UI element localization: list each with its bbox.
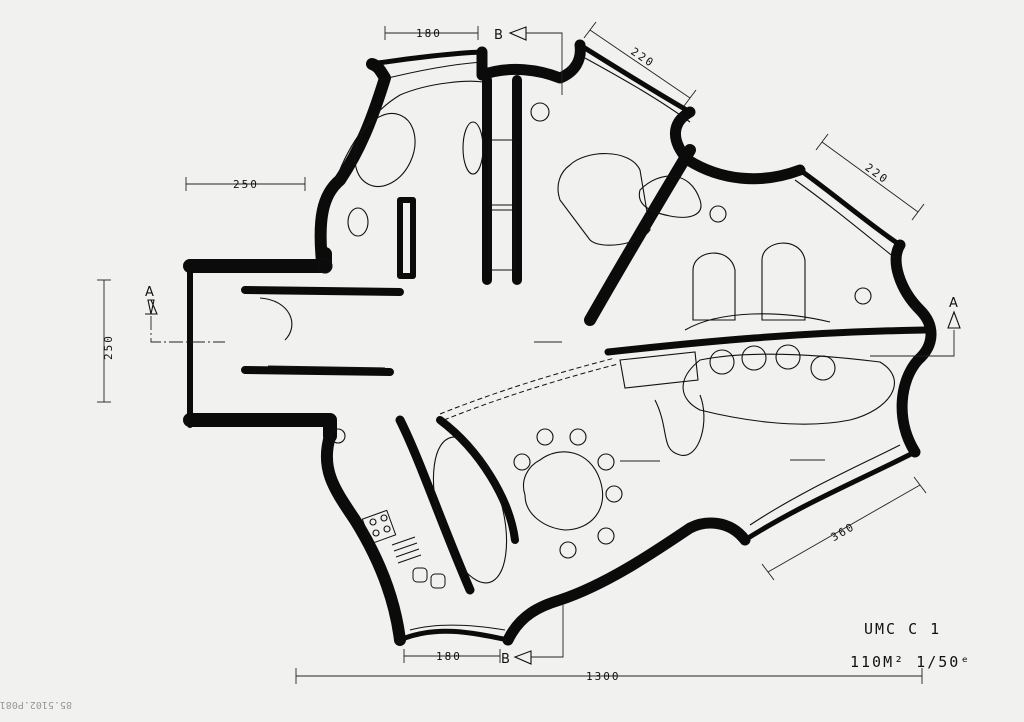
sill-top: [379, 61, 483, 81]
section-b-top-label: B: [494, 28, 503, 43]
cooktop: [361, 509, 397, 545]
sill-top-right: [584, 57, 691, 123]
upper-left-pod-wall: [314, 58, 391, 268]
dining-table: [522, 451, 604, 531]
section-b-top-arrow-icon: [508, 26, 527, 41]
sill-bottom: [409, 624, 506, 631]
interior-fixtures: [259, 57, 901, 631]
dashed-circulation-line: [439, 357, 616, 415]
lower-left-pod-wall: [320, 430, 406, 646]
dining-chair-7: [559, 541, 577, 559]
sink-bowl-1: [412, 567, 428, 583]
bath-wall: [395, 415, 475, 595]
section-a-left-label: A: [145, 285, 154, 300]
sill-right-upper: [794, 179, 896, 259]
column-upper-left: [317, 258, 333, 274]
dim-left-side: 250: [102, 334, 115, 360]
lounge-seat-3: [775, 344, 801, 370]
kitchen-wall: [436, 416, 519, 544]
section-b-bottom-arrow-icon: [513, 650, 532, 665]
bed-right-a: [692, 252, 736, 321]
section-b-bottom-line: [531, 605, 564, 658]
upper-left-room-outline: [335, 80, 483, 181]
lower-right-wall: [502, 517, 751, 646]
lower-right-cap: [742, 449, 918, 543]
dim-overall: 1300: [586, 670, 621, 683]
burner-4-icon: [383, 525, 391, 533]
storage-block: [397, 197, 416, 279]
area-scale: 110M² 1/50ᵉ: [850, 653, 971, 671]
dim-top-left: 180: [416, 27, 442, 40]
diagonal-partition: [584, 144, 696, 326]
bed-upper: [557, 153, 651, 246]
burner-2-icon: [380, 514, 388, 522]
dim-bottom-left: 180: [436, 650, 462, 663]
entry-threshold: [267, 365, 386, 369]
sink-bowl-2: [430, 573, 446, 589]
basin-upper-left: [347, 207, 369, 237]
bottom-cap: [397, 628, 511, 643]
dining-chair-1: [536, 428, 554, 446]
right-wall: [890, 239, 937, 458]
dining-chair-6: [597, 527, 615, 545]
lounge-sofa: [682, 353, 895, 425]
top-center-wall: [476, 39, 586, 84]
section-markers: [145, 26, 961, 665]
lounge-seat-2: [741, 345, 767, 371]
outer-shell-walls: [183, 39, 937, 646]
dining-chair-5: [605, 485, 623, 503]
top-right-cap: [577, 42, 693, 115]
section-b-top-line: [526, 32, 563, 95]
sill-right-lower: [749, 444, 901, 526]
right-cap-upper: [797, 167, 903, 248]
wc-top: [462, 121, 484, 175]
upper-left-pod-cap: [369, 49, 485, 67]
dimension-lines: [97, 21, 927, 684]
dining-chair-3: [513, 453, 531, 471]
entry-door: [259, 297, 293, 341]
lounge-curve: [654, 394, 705, 456]
archive-stamp: 85.5102.P081: [0, 699, 72, 710]
drainboard: [391, 536, 422, 564]
section-a-left-line: [150, 316, 225, 343]
bathtub-upper-left: [354, 113, 416, 187]
lounge-seat-1: [709, 349, 735, 375]
burner-1-icon: [369, 518, 377, 526]
closet-top: [488, 139, 516, 206]
section-a-right-line: [870, 330, 955, 357]
bedroom-divider: [604, 326, 929, 356]
bed-frame-right: [684, 313, 831, 331]
stool-top: [530, 102, 550, 122]
kitchen-island: [432, 436, 508, 584]
bed-right-b: [761, 242, 806, 321]
dim-left-upper: 250: [233, 178, 259, 191]
section-a-left-arrow-icon: [145, 299, 158, 315]
dashed-circulation-line-2: [443, 363, 619, 421]
section-b-bottom-label: B: [501, 652, 510, 667]
entry-wall-inner-top: [241, 286, 404, 296]
lounge-table: [619, 351, 699, 389]
dining-chair-2: [569, 428, 587, 446]
project-title: UMC C 1: [864, 620, 941, 638]
stool-right-2: [854, 287, 872, 305]
dining-chair-4: [597, 453, 615, 471]
closet-bottom: [488, 209, 516, 271]
entry-wall-inner-bottom: [241, 366, 394, 376]
lounge-seat-4: [810, 355, 836, 381]
labels: 180 220 220 250 250 360 180 1300 A A B B…: [0, 27, 971, 710]
column-lower-left: [330, 428, 346, 444]
burner-3-icon: [372, 529, 380, 537]
stool-right-1: [709, 205, 727, 223]
section-a-right-arrow-icon: [947, 310, 961, 329]
wardrobe-pod: [638, 175, 702, 218]
section-a-right-label: A: [949, 296, 958, 311]
